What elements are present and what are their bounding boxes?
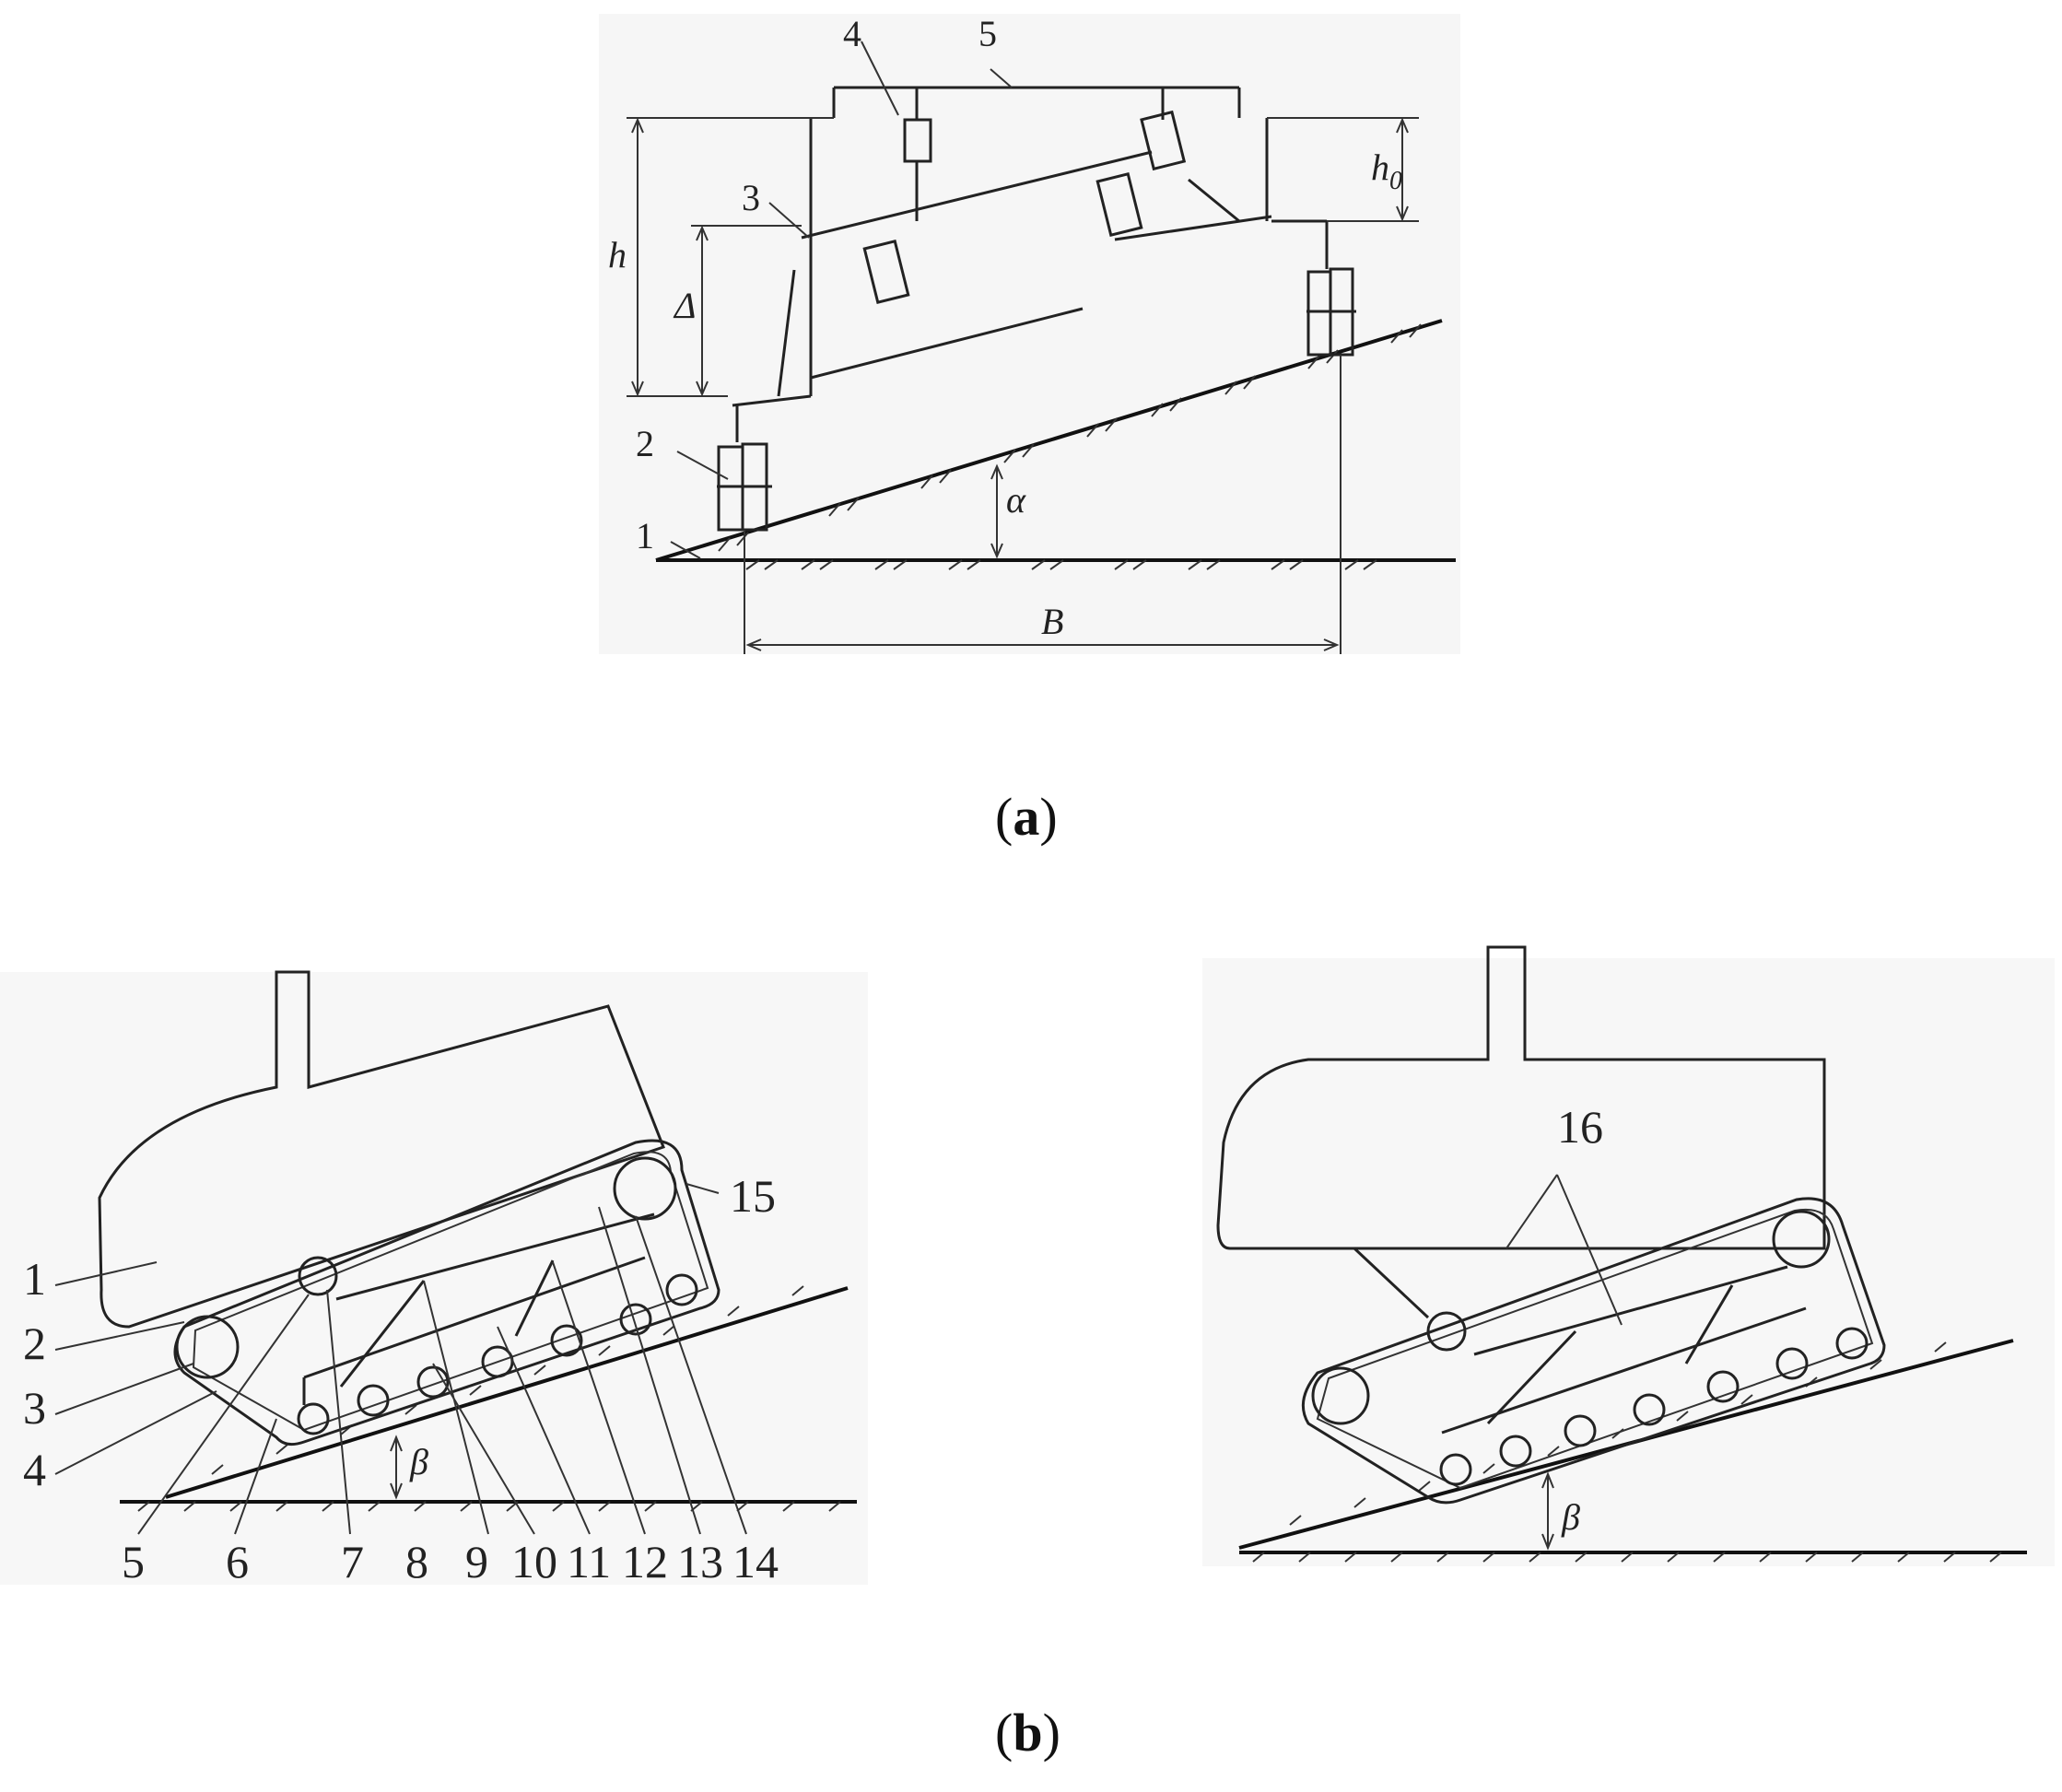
- part-label-b-6: 6: [226, 1536, 249, 1587]
- part-label-b-16: 16: [1557, 1101, 1603, 1153]
- track-left: [173, 1139, 721, 1446]
- right-wheel: [1306, 267, 1356, 357]
- dimension-label-delta: Δ: [673, 285, 696, 326]
- part-label-a-5: 5: [978, 13, 997, 54]
- part-label-b-2: 2: [23, 1318, 46, 1369]
- panel-b-right-background: [1202, 958, 2055, 1566]
- part-label-a-1: 1: [636, 515, 654, 556]
- part-label-b-4: 4: [23, 1444, 46, 1495]
- dimension-label-B: B: [1041, 601, 1063, 642]
- wheels-right: [1311, 1210, 1869, 1486]
- angle-label-beta-right: β: [1561, 1496, 1580, 1538]
- leader-lines-left: [54, 1183, 747, 1535]
- slope-line: [655, 319, 1443, 562]
- part-label-b-9: 9: [465, 1536, 488, 1587]
- panel-a-diagram: 1 2 3 4 5 h Δ h0 α B: [599, 13, 1460, 654]
- left-wheel: [717, 442, 772, 532]
- wheels-left: [175, 1156, 698, 1435]
- part-label-b-14: 14: [732, 1536, 779, 1587]
- part-label-b-8: 8: [405, 1536, 428, 1587]
- tractor-body-left: [98, 970, 665, 1329]
- dimension-label-h0: h0: [1371, 146, 1402, 195]
- angle-label-beta-left: β: [409, 1441, 428, 1482]
- dimension-label-h: h: [608, 234, 627, 275]
- part-label-b-15: 15: [730, 1170, 776, 1222]
- part-label-b-12: 12: [622, 1536, 668, 1587]
- angle-label-alpha: α: [1006, 479, 1026, 521]
- hatching-left: [137, 1285, 841, 1512]
- track-inner-right: [1316, 1209, 1874, 1490]
- panel-a-background: [599, 14, 1460, 654]
- part-label-b-11: 11: [567, 1536, 611, 1587]
- leader-lines-right: [1505, 1174, 1623, 1551]
- slope-hatching: [718, 323, 1422, 552]
- part-label-b-3: 3: [23, 1382, 46, 1434]
- linkage-frame: [732, 86, 1329, 442]
- panel-b-left-diagram: 1 2 3 4 5 6 7 8 9 10 11 12 13 14 15 β: [0, 970, 868, 1587]
- caption-b: (b): [995, 1703, 1060, 1763]
- part-label-b-5: 5: [122, 1536, 145, 1587]
- part-label-b-7: 7: [341, 1536, 364, 1587]
- part-label-b-13: 13: [677, 1536, 723, 1587]
- part-label-b-1: 1: [23, 1253, 46, 1305]
- part-label-a-2: 2: [636, 423, 654, 464]
- part-label-b-10: 10: [511, 1536, 557, 1587]
- part-label-a-3: 3: [742, 177, 760, 218]
- track-right: [1301, 1197, 1886, 1505]
- part-label-a-4: 4: [843, 13, 861, 54]
- tractor-body-right: [1216, 945, 1826, 1250]
- ground-hatching: [745, 559, 1377, 570]
- track-inner-left: [192, 1151, 709, 1432]
- dimension-lines: [627, 41, 1419, 654]
- caption-a: (a): [995, 787, 1058, 847]
- slope-line-left: [165, 1286, 849, 1499]
- panel-b-left-background: [0, 972, 868, 1585]
- panel-b-right-diagram: 16 β: [1202, 945, 2055, 1566]
